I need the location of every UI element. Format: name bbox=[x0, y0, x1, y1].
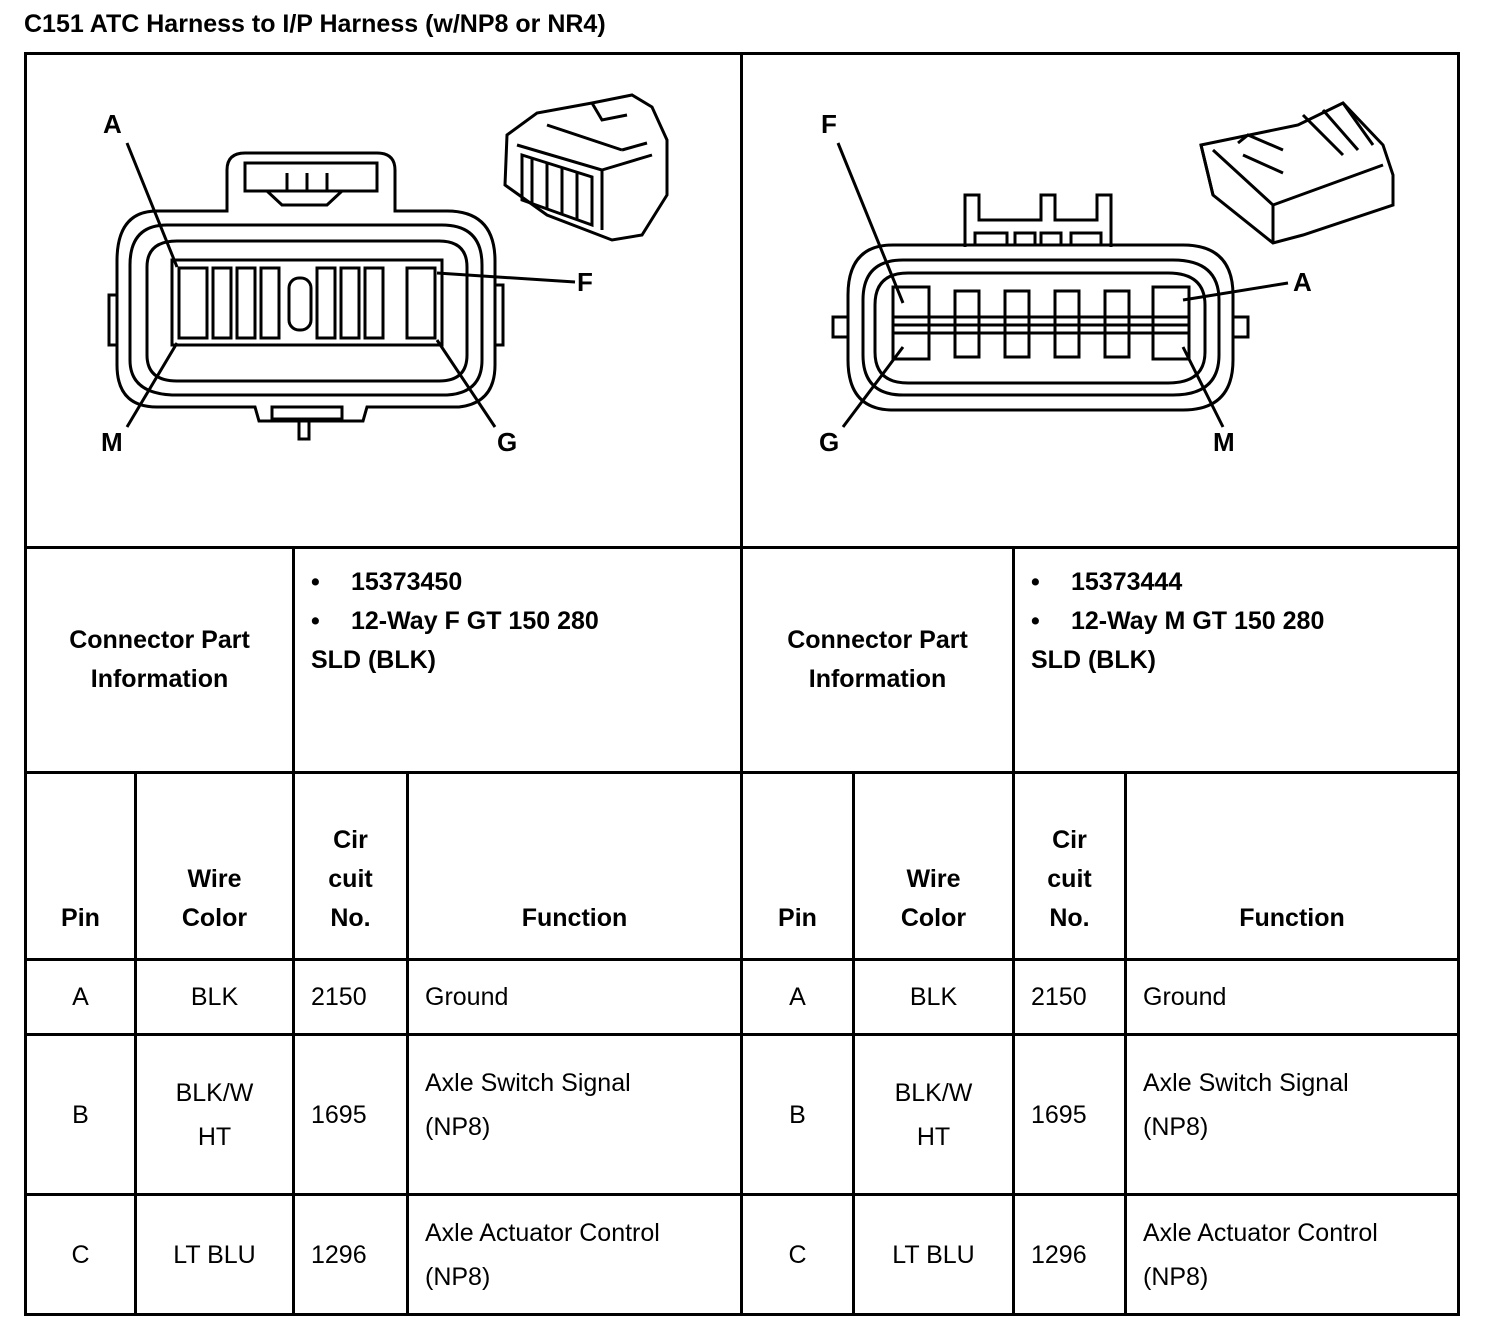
header-function: Function bbox=[521, 904, 628, 932]
label-m: M bbox=[101, 427, 123, 457]
table-row-cell-pin: C bbox=[71, 1240, 90, 1269]
table-row-cell-function: Axle Actuator Control (NP8) bbox=[1143, 1218, 1378, 1291]
grid-line bbox=[406, 771, 409, 1316]
table-row-cell-circuit: 2150 bbox=[1031, 983, 1087, 1011]
label-f: F bbox=[577, 267, 593, 297]
header-wire-color: Wire Color bbox=[900, 865, 967, 932]
table-row-cell-wire: BLK bbox=[190, 983, 239, 1011]
header-wire-color: Wire Color bbox=[181, 865, 248, 932]
right-part-description-tail: SLD (BLK) bbox=[1031, 646, 1156, 674]
table-row-cell-pin: A bbox=[72, 983, 89, 1011]
page-title: C151 ATC Harness to I/P Harness (w/NP8 o… bbox=[24, 10, 606, 38]
grid-line bbox=[134, 771, 137, 1316]
table-row-cell-circuit: 2150 bbox=[311, 983, 367, 1011]
header-pin: Pin bbox=[61, 904, 100, 932]
table-row-cell-pin: A bbox=[789, 983, 806, 1011]
table-row-cell-circuit: 1296 bbox=[311, 1240, 367, 1269]
header-function: Function bbox=[1239, 904, 1345, 932]
label-f: F bbox=[821, 109, 837, 139]
grid-line bbox=[1012, 546, 1015, 1316]
label-a: A bbox=[103, 109, 122, 139]
grid-line bbox=[1124, 771, 1127, 1316]
label-m: M bbox=[1213, 427, 1235, 457]
right-part-number: 15373444 bbox=[1071, 568, 1183, 596]
table-row-cell-function: Axle Actuator Control (NP8) bbox=[425, 1218, 660, 1291]
grid-line bbox=[292, 546, 295, 1316]
table-row-cell-wire: LT BLU bbox=[173, 1240, 256, 1269]
table-row-cell-function: Ground bbox=[425, 983, 509, 1011]
table-row-cell-wire: BLK/W HT bbox=[894, 1078, 973, 1151]
grid-line bbox=[740, 52, 743, 1316]
left-part-number: 15373450 bbox=[351, 568, 463, 596]
table-row-cell-circuit: 1296 bbox=[1031, 1240, 1087, 1269]
table-row-cell-pin: B bbox=[72, 1100, 89, 1129]
table-row-cell-function: Axle Switch Signal (NP8) bbox=[425, 1068, 631, 1141]
table-row-cell-wire: LT BLU bbox=[892, 1240, 975, 1269]
left-part-description-tail: SLD (BLK) bbox=[311, 646, 436, 674]
table-row-cell-circuit: 1695 bbox=[311, 1100, 367, 1129]
header-circuit-no: Cir cuit No. bbox=[1047, 826, 1092, 932]
table-row-cell-wire: BLK/W HT bbox=[175, 1078, 254, 1151]
label-g: G bbox=[497, 427, 517, 457]
table-row-cell-function: Ground bbox=[1143, 983, 1227, 1011]
left-connector-info-label: Connector Part Information bbox=[69, 626, 250, 693]
left-part-info: •15373450 •12-Way F GT 150 280 SLD (BLK) bbox=[295, 549, 740, 771]
table-row-cell-pin: B bbox=[789, 1100, 806, 1129]
table-row-cell-function: Axle Switch Signal (NP8) bbox=[1143, 1068, 1349, 1141]
header-pin: Pin bbox=[778, 904, 817, 932]
table-row-cell-circuit: 1695 bbox=[1031, 1100, 1087, 1129]
grid-line bbox=[852, 771, 855, 1316]
right-connector-info-label: Connector Part Information bbox=[787, 626, 968, 693]
label-g: G bbox=[819, 427, 839, 457]
header-circuit-no: Cir cuit No. bbox=[328, 826, 373, 932]
right-part-info: •15373444 •12-Way M GT 150 280 SLD (BLK) bbox=[1015, 549, 1457, 771]
right-part-description: 12-Way M GT 150 280 bbox=[1071, 607, 1325, 635]
label-a: A bbox=[1293, 267, 1312, 297]
table-row-cell-wire: BLK bbox=[909, 983, 958, 1011]
left-part-description: 12-Way F GT 150 280 bbox=[351, 607, 599, 635]
left-connector-diagram: A F M G bbox=[101, 93, 669, 457]
right-connector-diagram: F A G M bbox=[819, 101, 1395, 457]
table-row-cell-pin: C bbox=[788, 1240, 807, 1269]
